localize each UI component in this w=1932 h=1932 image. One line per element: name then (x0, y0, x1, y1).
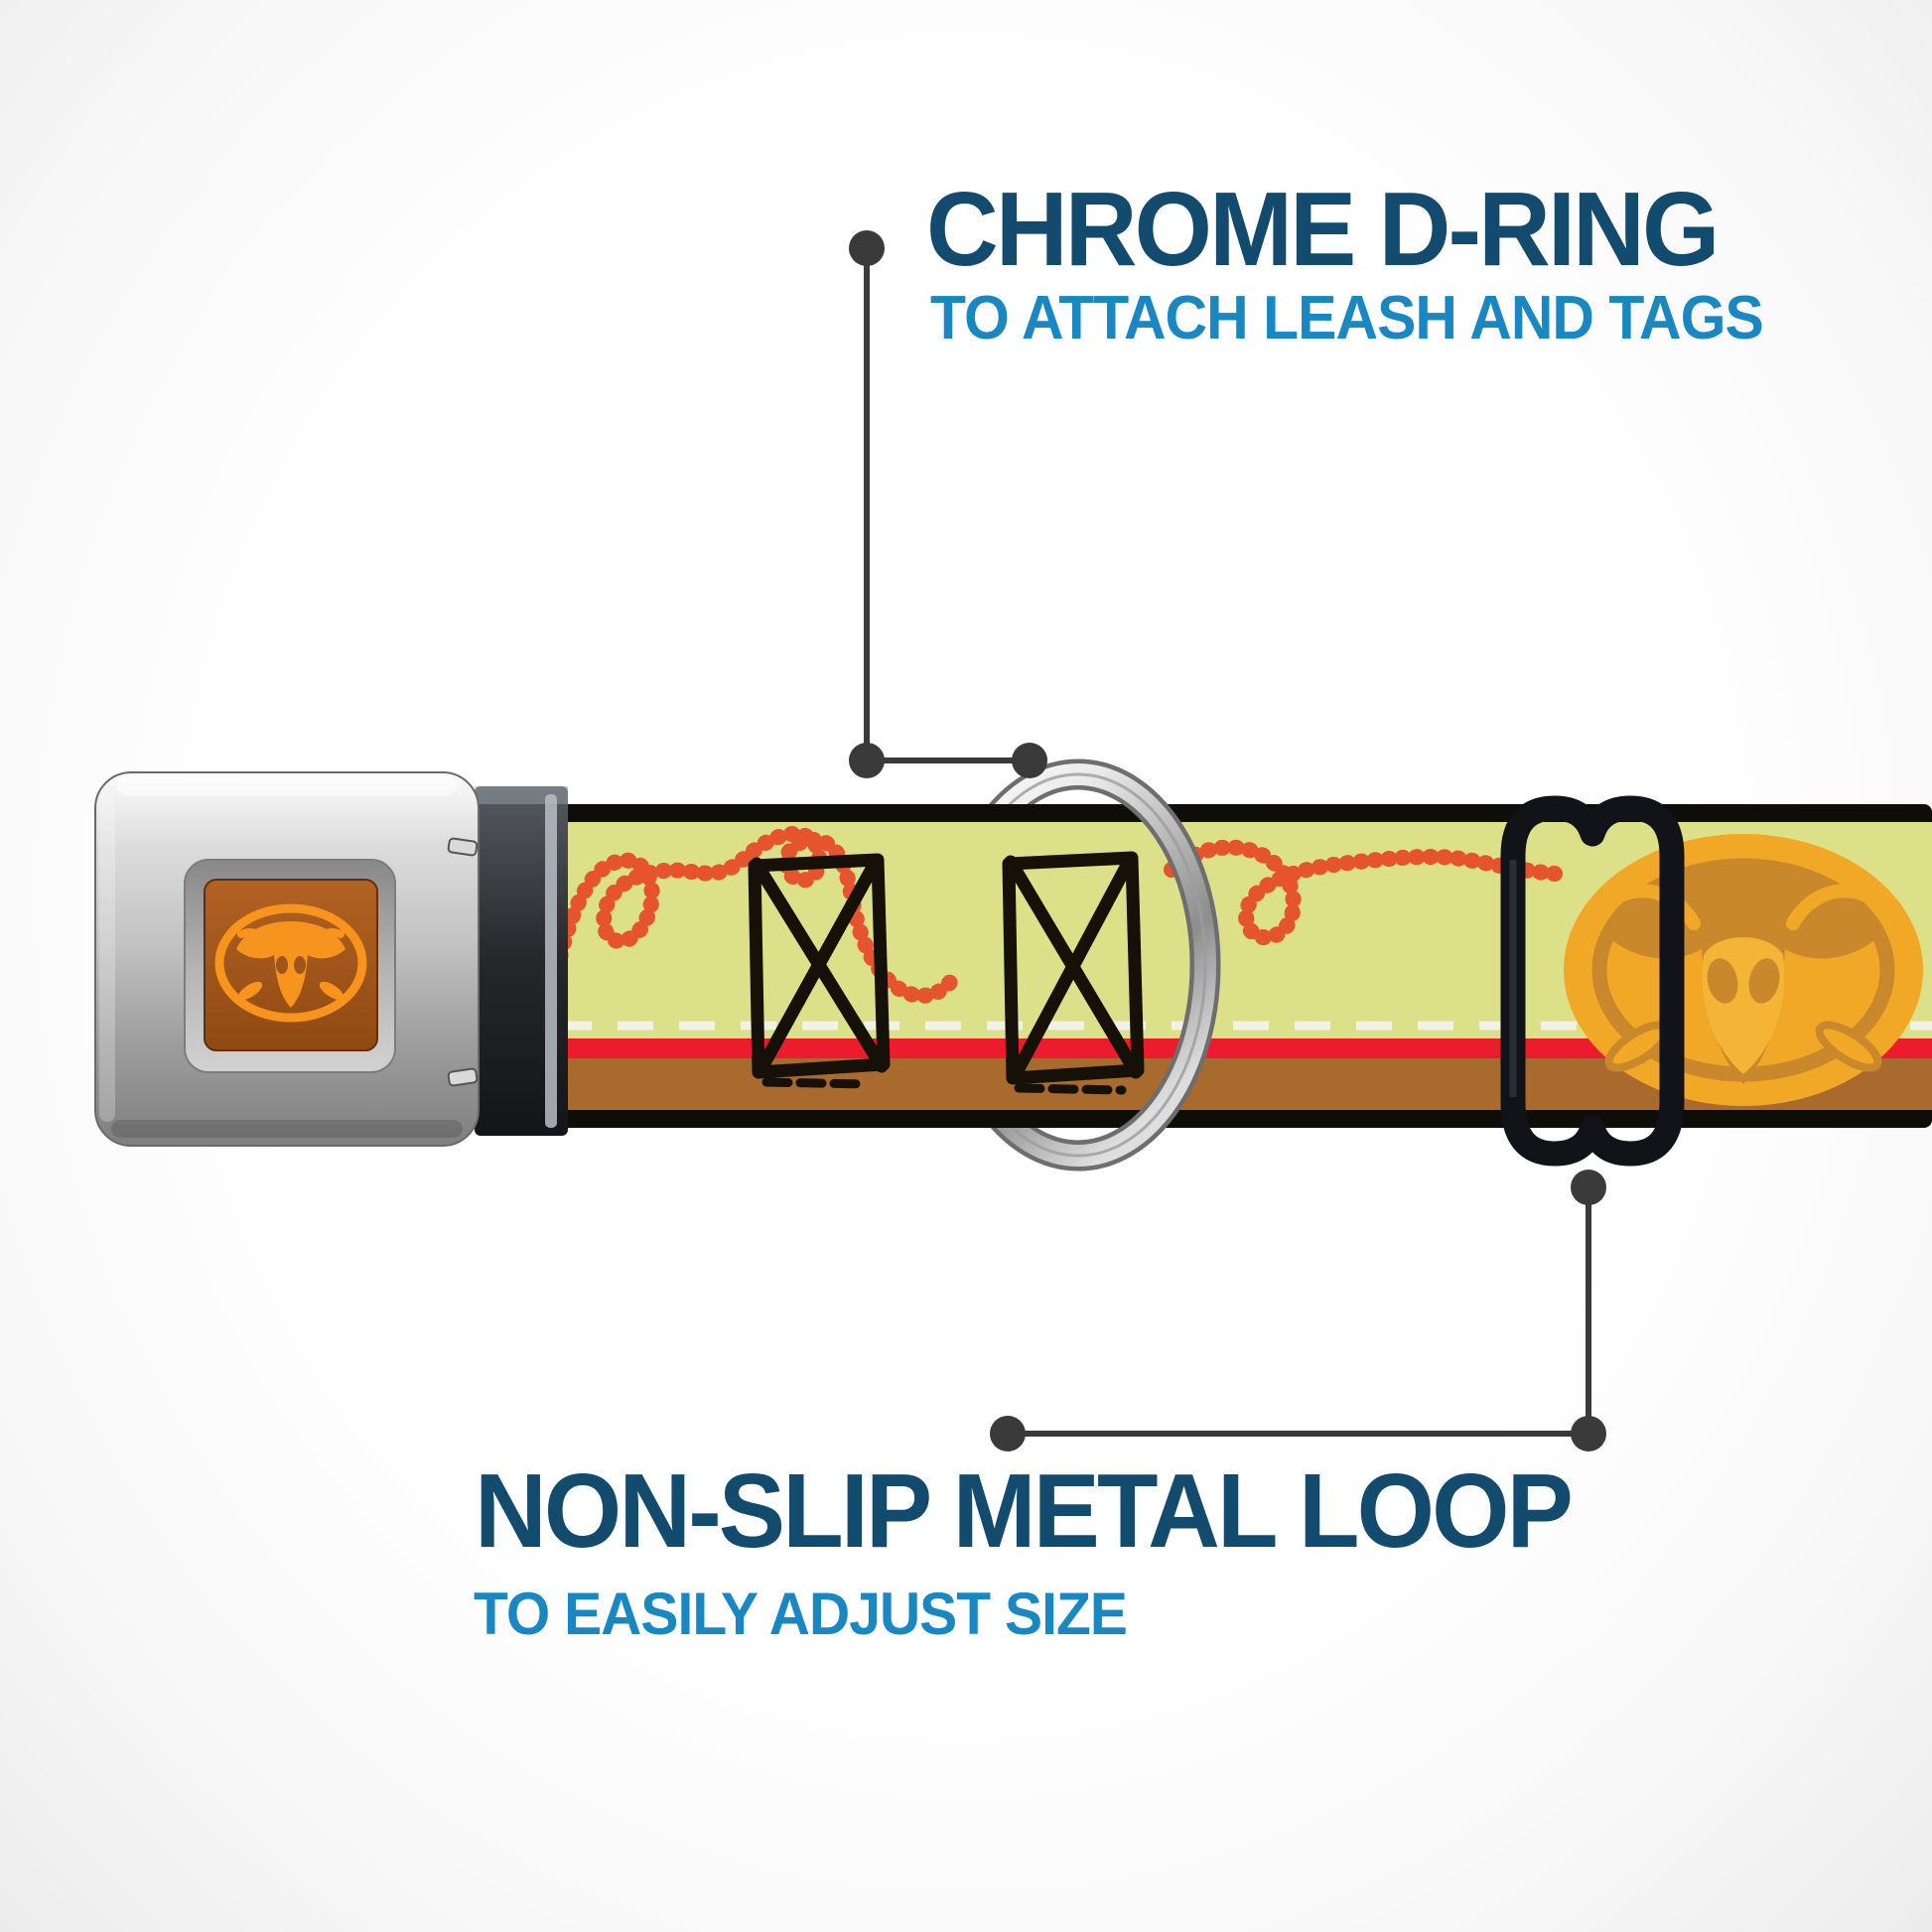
chrome-d-ring (1078, 759, 1221, 1172)
dring-callout-title: CHROME D-RING (926, 171, 1720, 288)
sketched-crate-x (748, 851, 1145, 1095)
top-callout-connector (849, 230, 1047, 778)
dring-callout-subtitle: TO ATTACH LEASH AND TAGS (930, 284, 1764, 352)
bull-skull-logo (214, 903, 367, 1023)
seatbelt-buckle (94, 771, 568, 1147)
woven-collar-strap (544, 804, 1932, 1128)
bull-skull-medallion (1564, 834, 1923, 1106)
loop-callout-subtitle: TO EASILY ADJUST SIZE (474, 1581, 1128, 1647)
bottom-callout-connector (990, 1170, 1606, 1451)
loop-callout-title: NON-SLIP METAL LOOP (475, 1452, 1574, 1570)
non-slip-metal-loop (1500, 795, 1685, 1167)
buckle-clip-icon (447, 837, 479, 1087)
